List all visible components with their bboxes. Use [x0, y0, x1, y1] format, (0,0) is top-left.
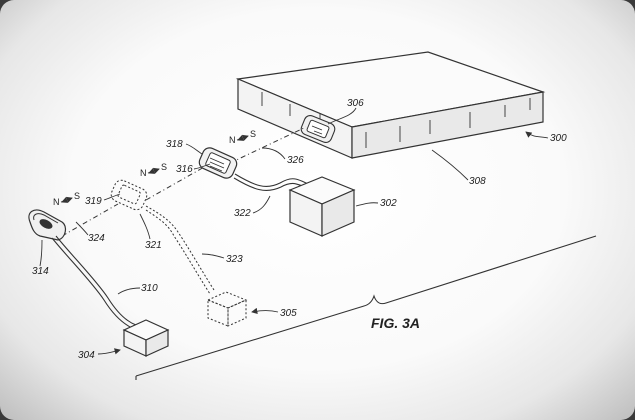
plug-314	[29, 210, 66, 240]
svg-text:S: S	[161, 162, 167, 172]
power-block-302	[290, 177, 354, 236]
polarity-marker-mid: N S	[140, 162, 167, 178]
svg-text:324: 324	[88, 233, 105, 244]
ground-line	[136, 236, 596, 376]
svg-text:326: 326	[287, 155, 304, 166]
svg-text:321: 321	[145, 240, 162, 251]
polarity-marker-left: N S	[53, 191, 80, 207]
svg-text:305: 305	[280, 308, 297, 319]
svg-text:304: 304	[78, 350, 95, 361]
figure-title: FIG. 3A	[371, 315, 420, 331]
svg-text:318: 318	[166, 139, 183, 150]
svg-text:N: N	[53, 197, 60, 207]
svg-text:322: 322	[234, 208, 251, 219]
svg-text:306: 306	[347, 98, 364, 109]
svg-text:S: S	[250, 129, 256, 139]
svg-text:S: S	[74, 191, 80, 201]
reference-labels: 300 306 308 302 326 318 316 322 319 321 …	[32, 98, 567, 361]
alignment-line-324	[62, 204, 118, 236]
svg-text:319: 319	[85, 196, 102, 207]
power-block-304	[124, 320, 168, 356]
connector-319-phantom	[109, 178, 149, 212]
connector-316	[197, 146, 239, 181]
svg-text:302: 302	[380, 198, 397, 209]
svg-text:310: 310	[141, 283, 158, 294]
svg-text:314: 314	[32, 266, 49, 277]
svg-text:323: 323	[226, 254, 243, 265]
svg-text:N: N	[140, 168, 147, 178]
computing-device-300	[238, 52, 543, 158]
polarity-marker-top: N S	[229, 129, 256, 145]
svg-text:316: 316	[176, 164, 193, 175]
phantom-block-305	[208, 292, 246, 326]
svg-text:N: N	[229, 135, 236, 145]
svg-text:300: 300	[550, 133, 567, 144]
svg-text:308: 308	[469, 176, 486, 187]
